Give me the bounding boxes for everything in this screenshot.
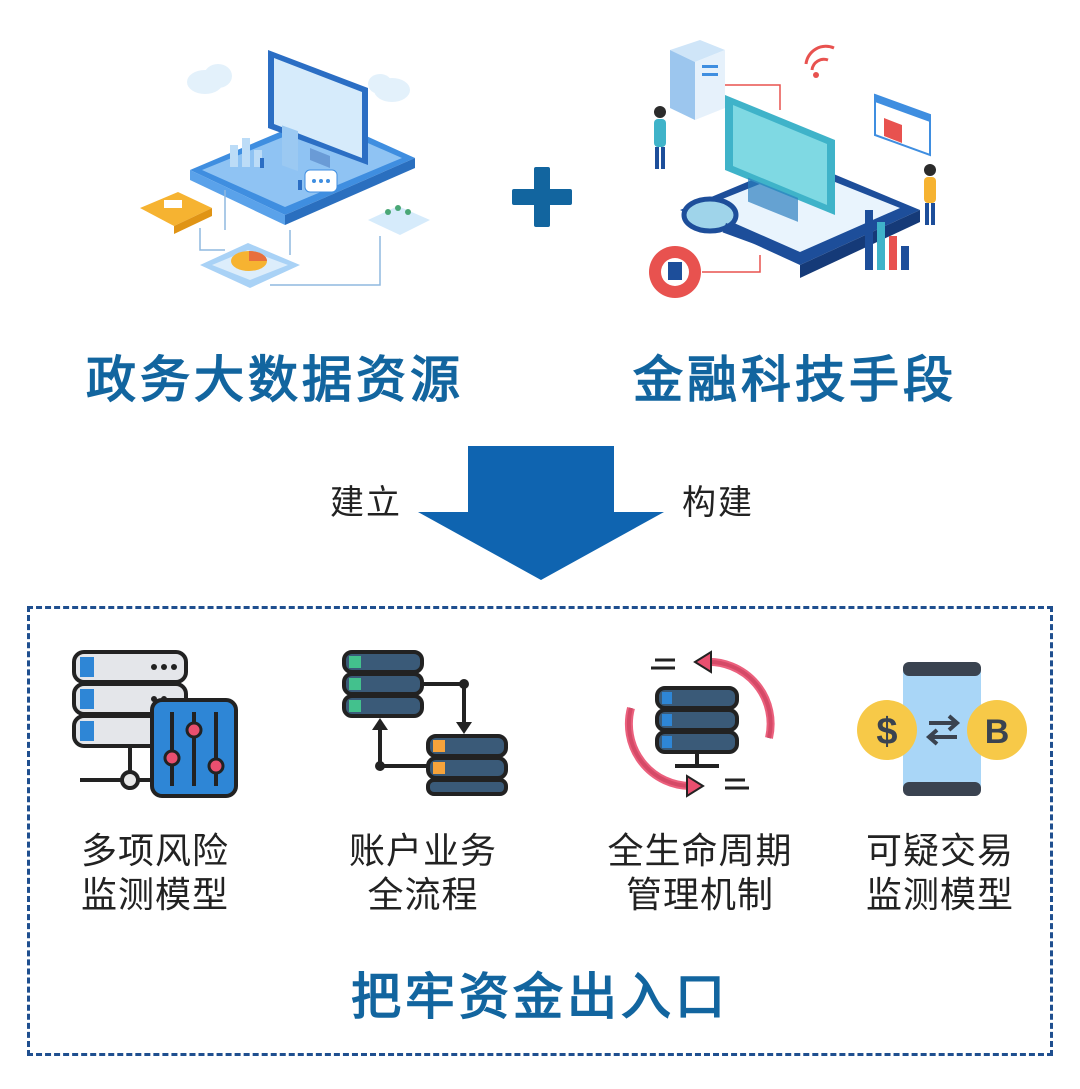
arrow-left-label: 建立 [330, 483, 402, 523]
footer-slogan: 把牢资金出入口 [351, 968, 729, 1026]
fintech-illustration [649, 40, 936, 298]
outcome-label-suspicious-transactions: 可疑交易监测模型 [865, 831, 1014, 916]
svg-text:B: B [985, 713, 1010, 751]
down-arrow-icon [418, 446, 664, 580]
svg-text:$: $ [876, 711, 897, 753]
right-title: 金融科技手段 [633, 351, 957, 409]
outcome-label-risk-models: 多项风险监测模型 [80, 831, 229, 916]
left-title: 政务大数据资源 [86, 351, 464, 409]
government-data-illustration [140, 50, 430, 288]
outcome-label-lifecycle: 全生命周期管理机制 [607, 831, 793, 916]
plus-icon [512, 167, 572, 227]
server-flow-icon [342, 650, 508, 796]
server-equalizer-icon [72, 650, 238, 798]
server-cycle-icon [624, 650, 775, 798]
outcome-label-account-process: 账户业务全流程 [348, 831, 497, 916]
arrow-right-label: 构建 [682, 483, 754, 523]
results-box [27, 606, 1053, 1056]
currency-exchange-phone-icon: $ B [857, 662, 1027, 796]
